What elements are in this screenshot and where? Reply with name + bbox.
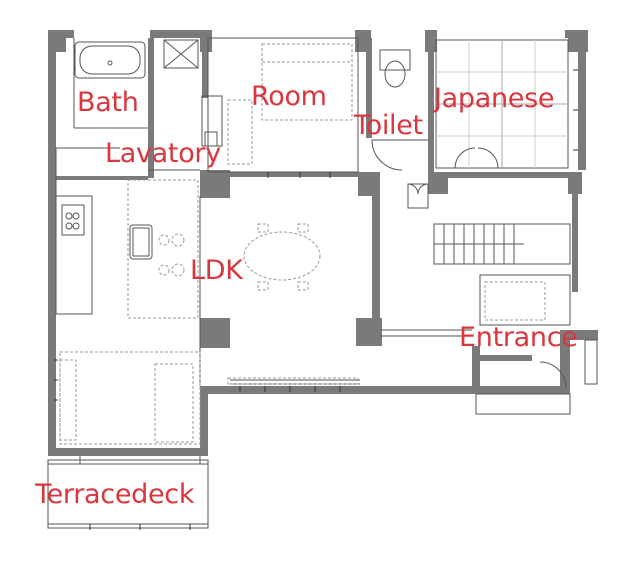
room-label-lavatory: Lavatory [105, 138, 221, 169]
walls [48, 30, 598, 456]
room-label-ldk: LDK [190, 255, 243, 286]
room-label-room: Room [251, 81, 327, 112]
furniture-dashed [59, 43, 546, 445]
room-label-japanese: Japanese [434, 83, 555, 114]
window-ticks [54, 69, 578, 530]
room-label-entrance: Entrance [459, 322, 578, 353]
fixtures [47, 37, 598, 529]
room-label-bath: Bath [77, 87, 139, 118]
room-label-terracedeck: Terracedeck [35, 479, 195, 510]
room-label-toilet: Toilet [354, 110, 423, 141]
